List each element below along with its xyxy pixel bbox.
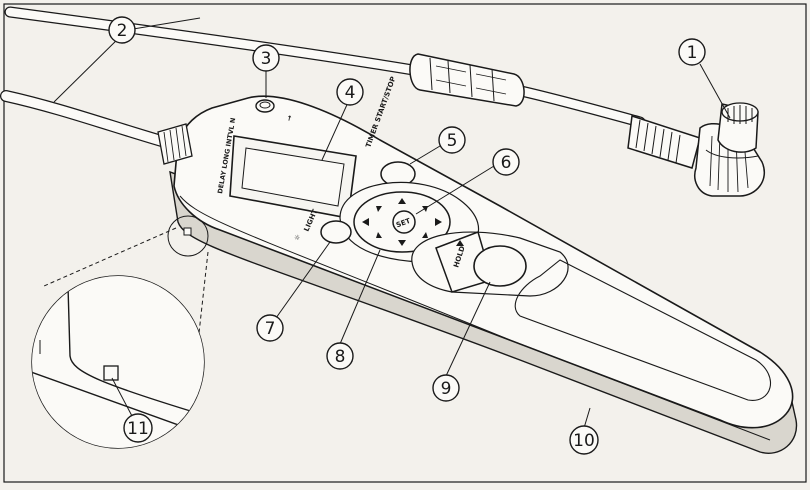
ferrite-core xyxy=(409,53,525,107)
illumination-button-top[interactable] xyxy=(255,99,275,113)
callout-2: 2 xyxy=(108,16,136,44)
lcd-top-marker: ↑ xyxy=(286,114,293,123)
side-socket-small xyxy=(183,227,192,236)
callout-10: 10 xyxy=(569,425,599,455)
leader-lines xyxy=(53,17,731,429)
light-button[interactable] xyxy=(320,220,352,244)
lcd-panel xyxy=(229,135,357,219)
callout-6: 6 xyxy=(492,148,520,176)
shutter-release-button[interactable] xyxy=(473,245,527,287)
callout-11-label: 11 xyxy=(127,419,149,439)
zoom-guide-left xyxy=(43,227,177,287)
callout-7: 7 xyxy=(256,314,284,342)
figure-frame xyxy=(3,3,807,483)
light-sun-icon: ☼ xyxy=(294,234,300,242)
callout-9: 9 xyxy=(432,374,460,402)
callout-11: 11 xyxy=(123,413,153,443)
callout-1: 1 xyxy=(678,38,706,66)
remote-cable-left xyxy=(0,90,171,148)
callout-8-label: 8 xyxy=(335,347,346,367)
callout-2-label: 2 xyxy=(117,21,128,41)
callout-6-label: 6 xyxy=(501,153,512,173)
zoom-source-circle xyxy=(167,215,209,257)
cable-strain-relief xyxy=(157,123,193,165)
callout-4-label: 4 xyxy=(345,83,356,103)
callout-10-label: 10 xyxy=(573,431,595,451)
timer-button-label: TIMER START/STOP xyxy=(364,76,397,149)
callout-3: 3 xyxy=(252,44,280,72)
side-socket-magnified xyxy=(103,365,119,381)
connecting-cable xyxy=(4,6,646,128)
magnified-inset xyxy=(31,275,205,449)
grip-area xyxy=(514,259,772,401)
callout-8: 8 xyxy=(326,342,354,370)
camera-connector-plug xyxy=(627,102,765,197)
callout-1-label: 1 xyxy=(687,43,698,63)
callout-5: 5 xyxy=(438,126,466,154)
set-button[interactable]: SET xyxy=(392,210,416,234)
callout-5-label: 5 xyxy=(447,131,458,151)
hold-arrow-icon xyxy=(456,240,464,246)
callout-3-label: 3 xyxy=(261,49,272,69)
callout-9-label: 9 xyxy=(441,379,452,399)
callout-7-label: 7 xyxy=(265,319,276,339)
callout-4: 4 xyxy=(336,78,364,106)
remote-body-edge xyxy=(179,195,771,441)
